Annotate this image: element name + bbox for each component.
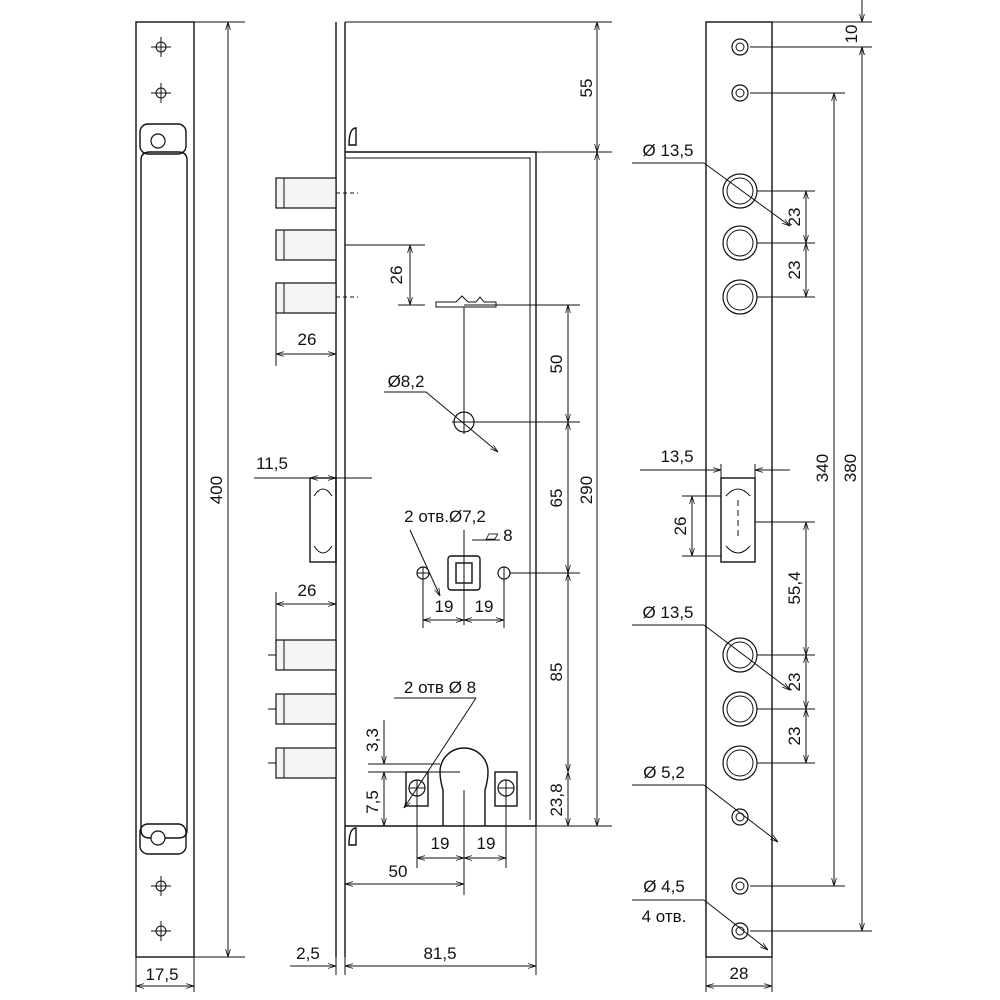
latch-height-label: 26: [671, 517, 690, 536]
bolt-pitch-3-label: 23: [785, 673, 804, 692]
crosshair-hole-icon: [151, 37, 171, 941]
dim-340-label: 340: [813, 454, 832, 482]
lower-bolt-length-label: 26: [298, 581, 317, 600]
upper-bolt-length-label: 26: [298, 330, 317, 349]
lock-body: 55 26 26 Ø8,2: [254, 21, 612, 975]
faceplate-thickness-label: 2,5: [296, 944, 320, 963]
lower-bolts: [268, 639, 337, 779]
dim-23-8-label: 23,8: [547, 783, 566, 816]
bolt-spacing-label: 26: [387, 266, 406, 285]
body-width-label: 81,5: [423, 944, 456, 963]
latch-offset-label: 11,5: [256, 454, 288, 473]
fix-hole-count-label: 4 отв.: [642, 907, 687, 926]
upper-bolts: [275, 177, 358, 314]
backset-label: 50: [389, 862, 408, 881]
face-plate-width-label: 28: [730, 964, 749, 983]
dim-50-label: 50: [547, 355, 566, 374]
latch-width-label: 13,5: [660, 447, 693, 466]
screw-hole-label: Ø 5,2: [643, 763, 685, 782]
dim-85-label: 85: [547, 663, 566, 682]
bolt-pitch-1-label: 23: [785, 208, 804, 227]
lower-bolt-hole-label: Ø 13,5: [642, 603, 693, 622]
bolt-pitch-2-label: 23: [785, 261, 804, 280]
square-size-label: ▱ 8: [485, 526, 512, 545]
upper-pitch-left-label: 19: [435, 597, 454, 616]
dim-3-3-label: 3,3: [363, 728, 382, 752]
dim-7-5-label: 7,5: [363, 790, 382, 814]
dim-380-label: 380: [841, 454, 860, 482]
bolt-hole-icon: [722, 173, 758, 781]
left-strike-plate: 400 17,5: [135, 21, 245, 992]
right-face-plate: 10 Ø 13,5 23 23: [632, 0, 872, 992]
dim-290-label: 290: [577, 476, 596, 504]
fix-hole-label: Ø 4,5: [643, 877, 685, 896]
upper-holes-label: 2 отв.Ø7,2: [404, 507, 486, 526]
top-gap-label: 10: [842, 25, 861, 44]
dim-55-4-label: 55,4: [785, 571, 804, 604]
plate-width-label: 17,5: [145, 965, 178, 984]
lower-holes-label: 2 отв Ø 8: [404, 678, 476, 697]
dim-65-label: 65: [547, 489, 566, 508]
top-offset-label: 55: [577, 79, 596, 98]
plate-height-label: 400: [207, 476, 226, 504]
screw-hole-icon: [731, 38, 749, 940]
bolt-pitch-4-label: 23: [785, 727, 804, 746]
lower-pitch-right-label: 19: [477, 834, 496, 853]
lower-pitch-left-label: 19: [431, 834, 450, 853]
spindle-hole-label: Ø8,2: [388, 372, 425, 391]
upper-pitch-right-label: 19: [475, 597, 494, 616]
upper-bolt-hole-label: Ø 13,5: [642, 141, 693, 160]
